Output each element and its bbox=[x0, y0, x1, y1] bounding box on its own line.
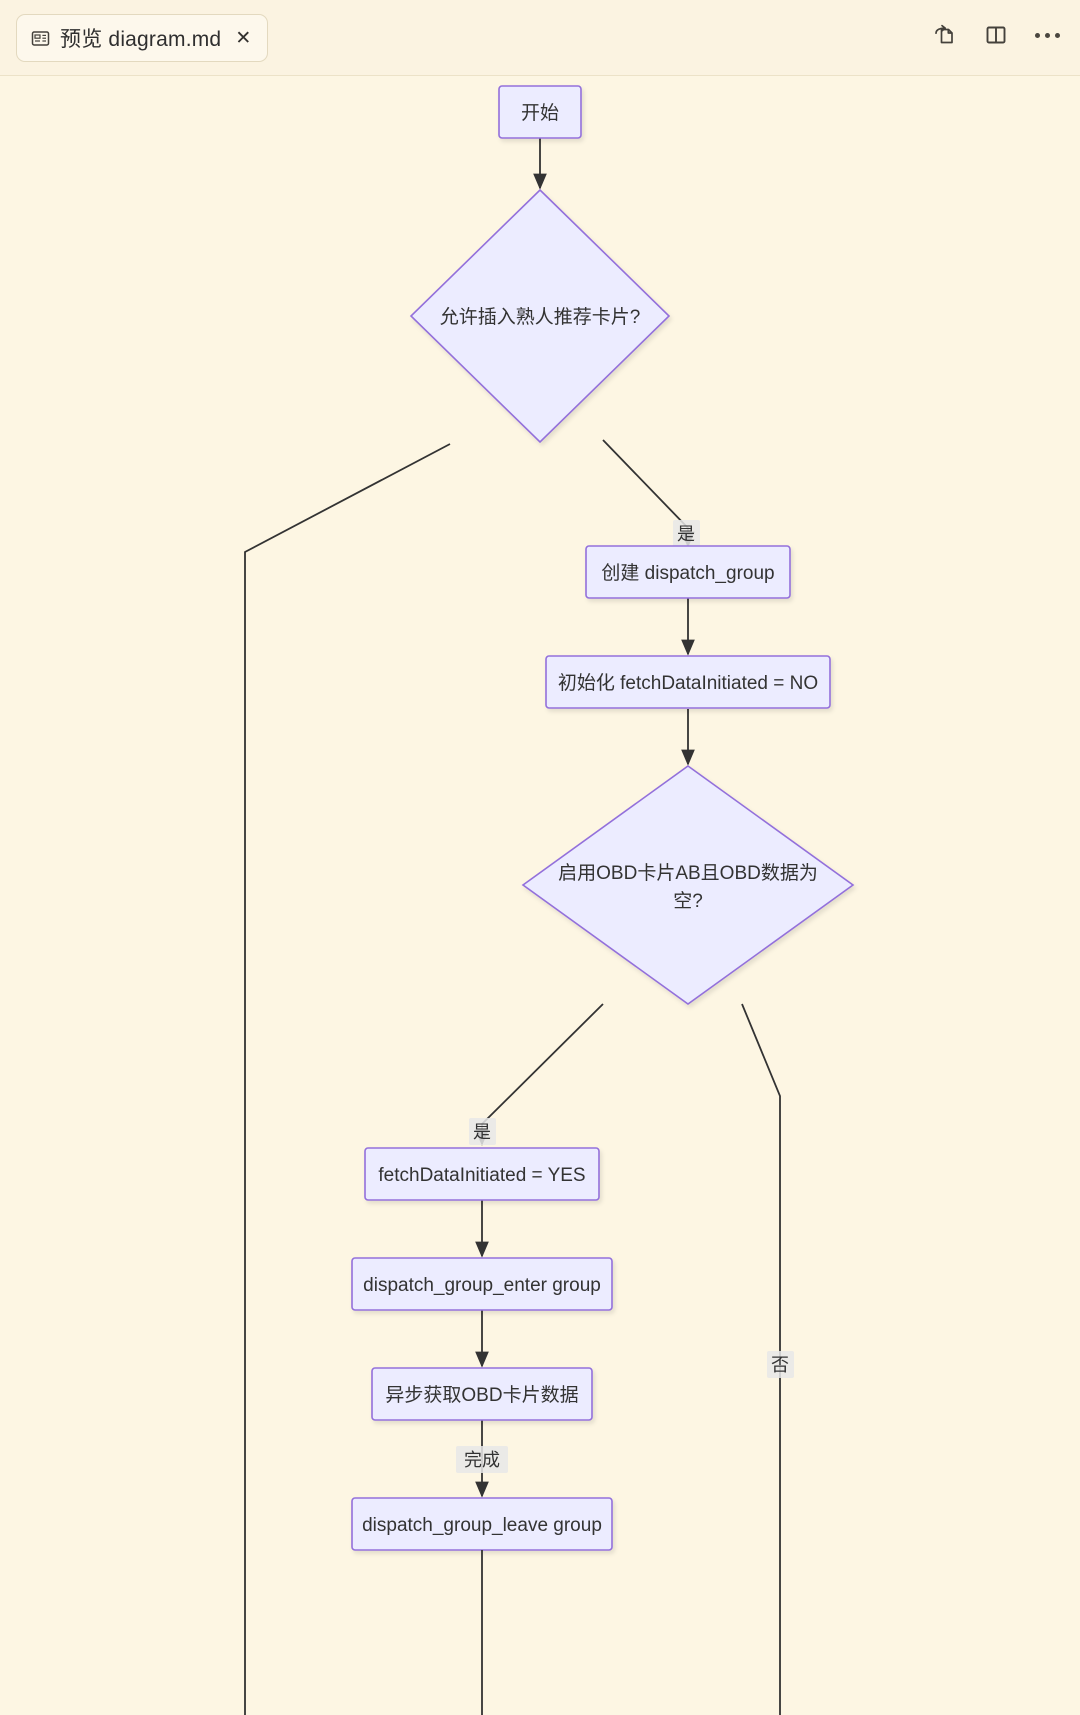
node-dispatch-group-enter[interactable] bbox=[351, 1257, 613, 1311]
node-async-fetch-obd[interactable] bbox=[371, 1367, 593, 1421]
node-decision-obd-card[interactable] bbox=[521, 765, 855, 1005]
node-dispatch-group-enter-label: dispatch_group_enter group bbox=[363, 1275, 601, 1296]
node-start-label: 开始 bbox=[521, 102, 559, 124]
preview-document-icon bbox=[31, 29, 50, 48]
edge-decision2-no bbox=[741, 1003, 781, 1715]
title-bar: 预览 diagram.md ✕ bbox=[0, 0, 1080, 76]
edge-label-decision2-yes: 是 bbox=[469, 1118, 496, 1145]
node-start[interactable] bbox=[498, 85, 582, 139]
edge-label-decision2-no: 否 bbox=[767, 1351, 794, 1378]
open-external-icon[interactable] bbox=[929, 20, 959, 50]
edge-decision1-no-left bbox=[244, 443, 451, 1715]
edge-label-decision1-yes: 是 bbox=[673, 520, 700, 547]
node-decision-obd-card-label-line1: 启用OBD卡片AB且OBD数据为 bbox=[558, 862, 818, 884]
node-init-fetchdatainitiated[interactable] bbox=[545, 655, 831, 709]
svg-text:是: 是 bbox=[677, 524, 695, 544]
editor-tab-diagram-md[interactable]: 预览 diagram.md ✕ bbox=[16, 14, 269, 62]
flowchart-svg: 开始 允许插入熟人推荐卡片? 是 创建 dispatch_group 初始化 f… bbox=[244, 85, 855, 1715]
tab-close-icon[interactable]: ✕ bbox=[235, 27, 252, 49]
node-create-dispatch-group[interactable] bbox=[585, 545, 791, 599]
titlebar-actions bbox=[929, 20, 1062, 50]
split-panel-icon[interactable] bbox=[981, 20, 1011, 50]
diagram-canvas: 开始 允许插入熟人推荐卡片? 是 创建 dispatch_group 初始化 f… bbox=[0, 76, 1080, 1715]
node-dispatch-group-leave-label: dispatch_group_leave group bbox=[362, 1515, 602, 1536]
tab-title: 预览 diagram.md bbox=[60, 28, 222, 51]
node-set-fetchdatainitiated-yes-label: fetchDataInitiated = YES bbox=[378, 1165, 585, 1186]
svg-text:完成: 完成 bbox=[464, 1450, 500, 1470]
node-decision-allow-insert[interactable] bbox=[409, 188, 671, 444]
edge-decision2-yes bbox=[475, 1003, 604, 1146]
node-decision-allow-insert-label: 允许插入熟人推荐卡片? bbox=[440, 306, 641, 328]
svg-text:是: 是 bbox=[473, 1122, 491, 1142]
node-set-fetchdatainitiated-yes[interactable] bbox=[364, 1147, 600, 1201]
node-init-fetchdatainitiated-label: 初始化 fetchDataInitiated = NO bbox=[558, 672, 818, 694]
more-options-icon[interactable] bbox=[1033, 27, 1062, 44]
node-create-dispatch-group-label: 创建 dispatch_group bbox=[601, 562, 774, 584]
node-decision-obd-card-label-line2: 空? bbox=[673, 890, 703, 912]
node-async-fetch-obd-label: 异步获取OBD卡片数据 bbox=[385, 1384, 578, 1406]
edge-label-fetch-complete: 完成 bbox=[456, 1446, 508, 1473]
svg-text:否: 否 bbox=[771, 1355, 789, 1375]
